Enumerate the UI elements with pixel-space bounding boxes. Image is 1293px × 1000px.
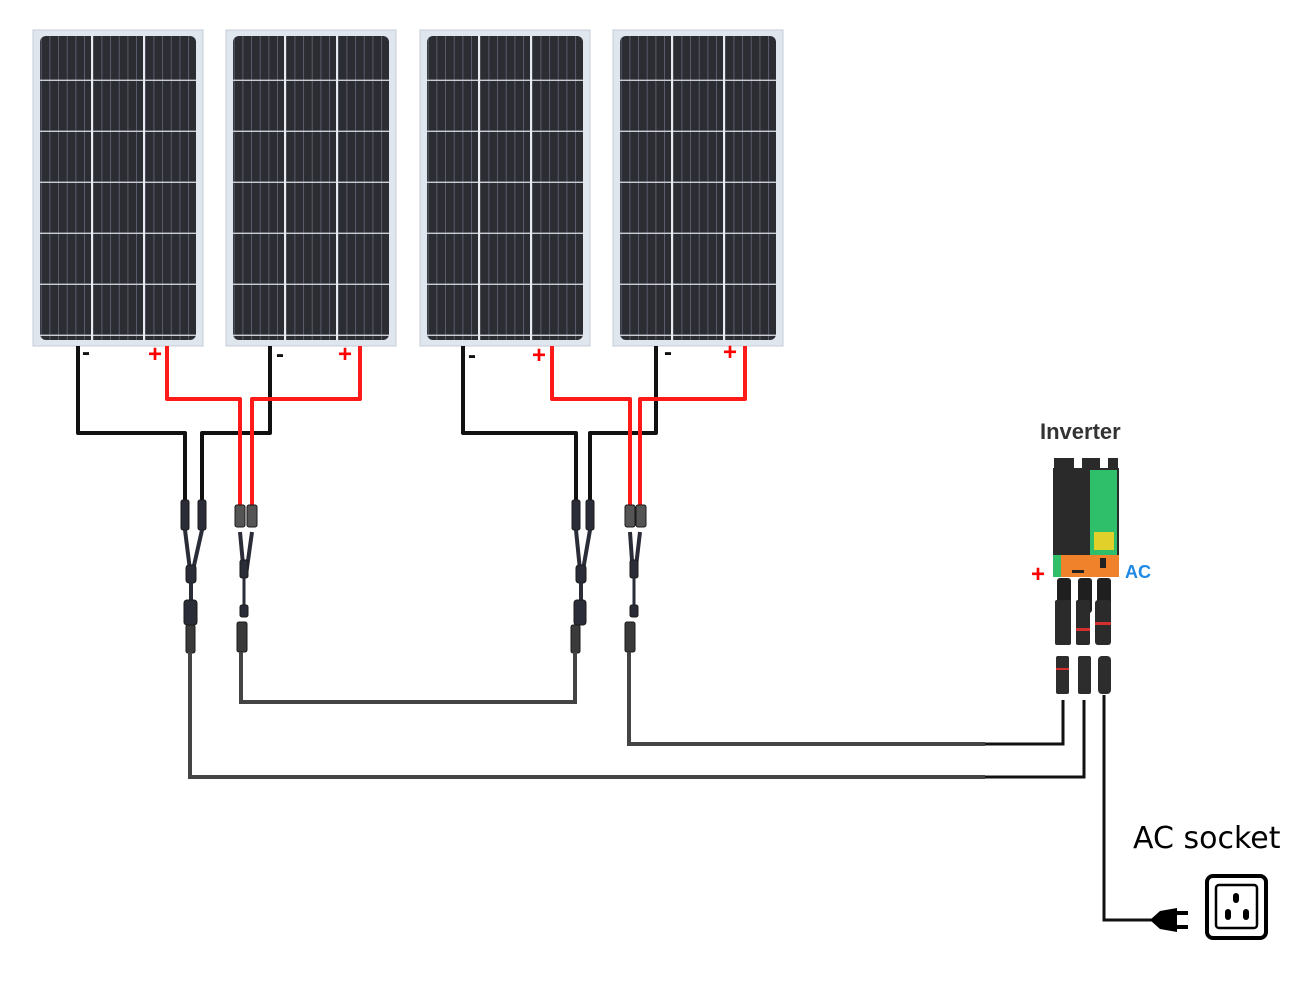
positive-wire bbox=[638, 346, 747, 505]
negative-wire bbox=[588, 346, 658, 505]
positive-trunk-wire bbox=[627, 652, 985, 746]
panel-4-positive-label: + bbox=[723, 339, 737, 366]
negative-wire bbox=[76, 346, 187, 505]
ac-connector bbox=[1098, 656, 1111, 694]
y-branch-positive bbox=[234, 504, 258, 653]
mc4-connector bbox=[1078, 656, 1091, 694]
solar-panel bbox=[225, 29, 397, 347]
positive-wire bbox=[250, 346, 362, 505]
inverter-mc4-connectors bbox=[1056, 656, 1111, 694]
series-link-wire bbox=[239, 652, 577, 704]
panel-3-positive-label: + bbox=[532, 342, 546, 369]
y-branch-negative bbox=[570, 499, 595, 654]
negative-wire bbox=[461, 346, 578, 505]
inverter-input-wire bbox=[985, 700, 1086, 779]
pair-2-wiring bbox=[461, 346, 747, 505]
inverter-label: Inverter bbox=[1040, 419, 1121, 444]
panel-1-negative-label: - bbox=[82, 339, 90, 366]
solar-panel bbox=[612, 29, 784, 347]
inverter-ac-label: AC bbox=[1125, 562, 1151, 582]
panel-4-negative-label: - bbox=[664, 339, 672, 366]
inverter bbox=[1053, 458, 1119, 645]
panel-1-positive-label: + bbox=[148, 341, 162, 368]
mc4-connector bbox=[1056, 656, 1069, 694]
negative-wire bbox=[200, 346, 272, 505]
y-branch-negative bbox=[180, 499, 207, 654]
ac-socket-label: AC socket bbox=[1133, 821, 1281, 856]
solar-panels bbox=[32, 29, 784, 347]
ac-output-wire bbox=[1102, 695, 1155, 922]
trunk-wiring bbox=[188, 652, 985, 779]
panel-3-negative-label: - bbox=[468, 342, 476, 369]
positive-wire bbox=[165, 346, 242, 505]
positive-wire bbox=[550, 346, 632, 505]
pair-1-wiring bbox=[76, 346, 362, 505]
y-branch-connectors bbox=[180, 499, 647, 654]
plug-icon bbox=[1150, 908, 1188, 932]
panel-2-negative-label: - bbox=[276, 341, 284, 368]
negative-trunk-wire bbox=[188, 652, 985, 779]
solar-panel bbox=[32, 29, 204, 347]
inverter-input-wire bbox=[985, 700, 1065, 746]
inverter-input-wiring bbox=[985, 695, 1155, 922]
panel-2-positive-label: + bbox=[338, 341, 352, 368]
y-branch-positive bbox=[624, 504, 647, 653]
solar-panel bbox=[419, 29, 591, 347]
ac-socket-icon bbox=[1205, 874, 1268, 940]
inverter-dc-input-label: + bbox=[1031, 561, 1045, 588]
